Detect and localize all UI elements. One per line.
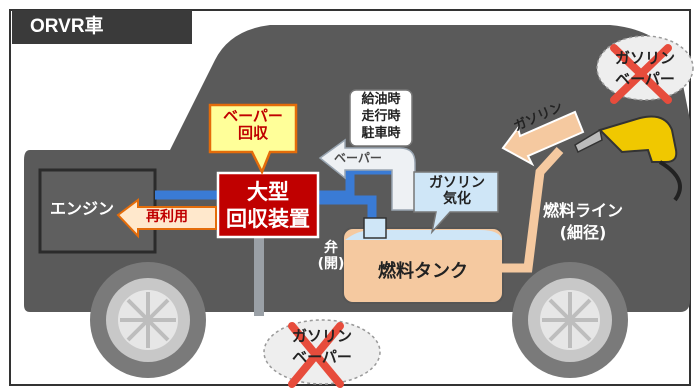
recovery-unit-label: 大型 回収装置 (226, 180, 310, 232)
front-wheel-icon (512, 262, 628, 378)
vapor-bottom-label: ガソリン ベーパー (291, 327, 352, 366)
gasoline-flow-arrow (501, 110, 585, 167)
vapor-cloud-top-right (596, 35, 694, 104)
fuel-line-label: 燃料ライン (細径) (542, 201, 623, 242)
rear-wheel-icon (90, 262, 206, 378)
fuel-tank-label: 燃料タンク (378, 261, 468, 282)
page-title: ORVR車 (12, 10, 192, 44)
vent-pipe (254, 238, 264, 316)
engine-label: エンジン (50, 199, 115, 218)
vapor-recovery-callout-label: ベーパー 回収 (223, 107, 283, 143)
conditions-box (349, 89, 413, 147)
cross-icon (288, 322, 344, 388)
valve (363, 217, 387, 239)
vapor-cloud-bottom (263, 319, 381, 388)
recovery-unit (216, 171, 320, 239)
reuse-arrow (116, 198, 217, 239)
vapor-flow-label: ベーパー (334, 151, 382, 165)
vapor-top-right-label: ガソリン ベーパー (614, 49, 675, 88)
valve-label: 弁 (開) (317, 240, 345, 273)
nozzle-icon (574, 115, 682, 202)
vaporize-callout (413, 171, 499, 235)
cross-icon (610, 44, 672, 104)
fuel-line (500, 146, 564, 273)
vaporize-label: ガソリン 気化 (429, 175, 485, 208)
conditions-label: 給油時 走行時 駐車時 (361, 92, 401, 141)
vapor-recovery-callout (208, 103, 298, 176)
vapor-flow-arrow (318, 138, 416, 211)
reuse-label: 再利用 (146, 209, 188, 225)
